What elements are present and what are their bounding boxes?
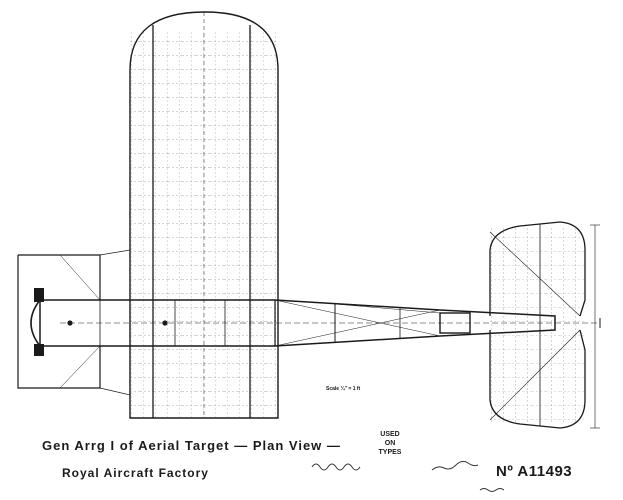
nose-engine xyxy=(17,249,168,396)
signature-marks xyxy=(311,460,505,492)
manufacturer-label: Royal Aircraft Factory xyxy=(62,466,209,480)
scale-note: Scale ¼" = 1 ft xyxy=(326,386,361,392)
drawing-title: Gen Arrg I of Aerial Target — Plan View … xyxy=(42,438,341,453)
used-on-types-label: USED ON TYPES xyxy=(378,431,402,456)
dimension-lines xyxy=(590,224,600,429)
main-wing xyxy=(129,11,279,419)
drawing-number: Nº A11493 xyxy=(496,463,573,480)
tailplane xyxy=(489,221,601,429)
